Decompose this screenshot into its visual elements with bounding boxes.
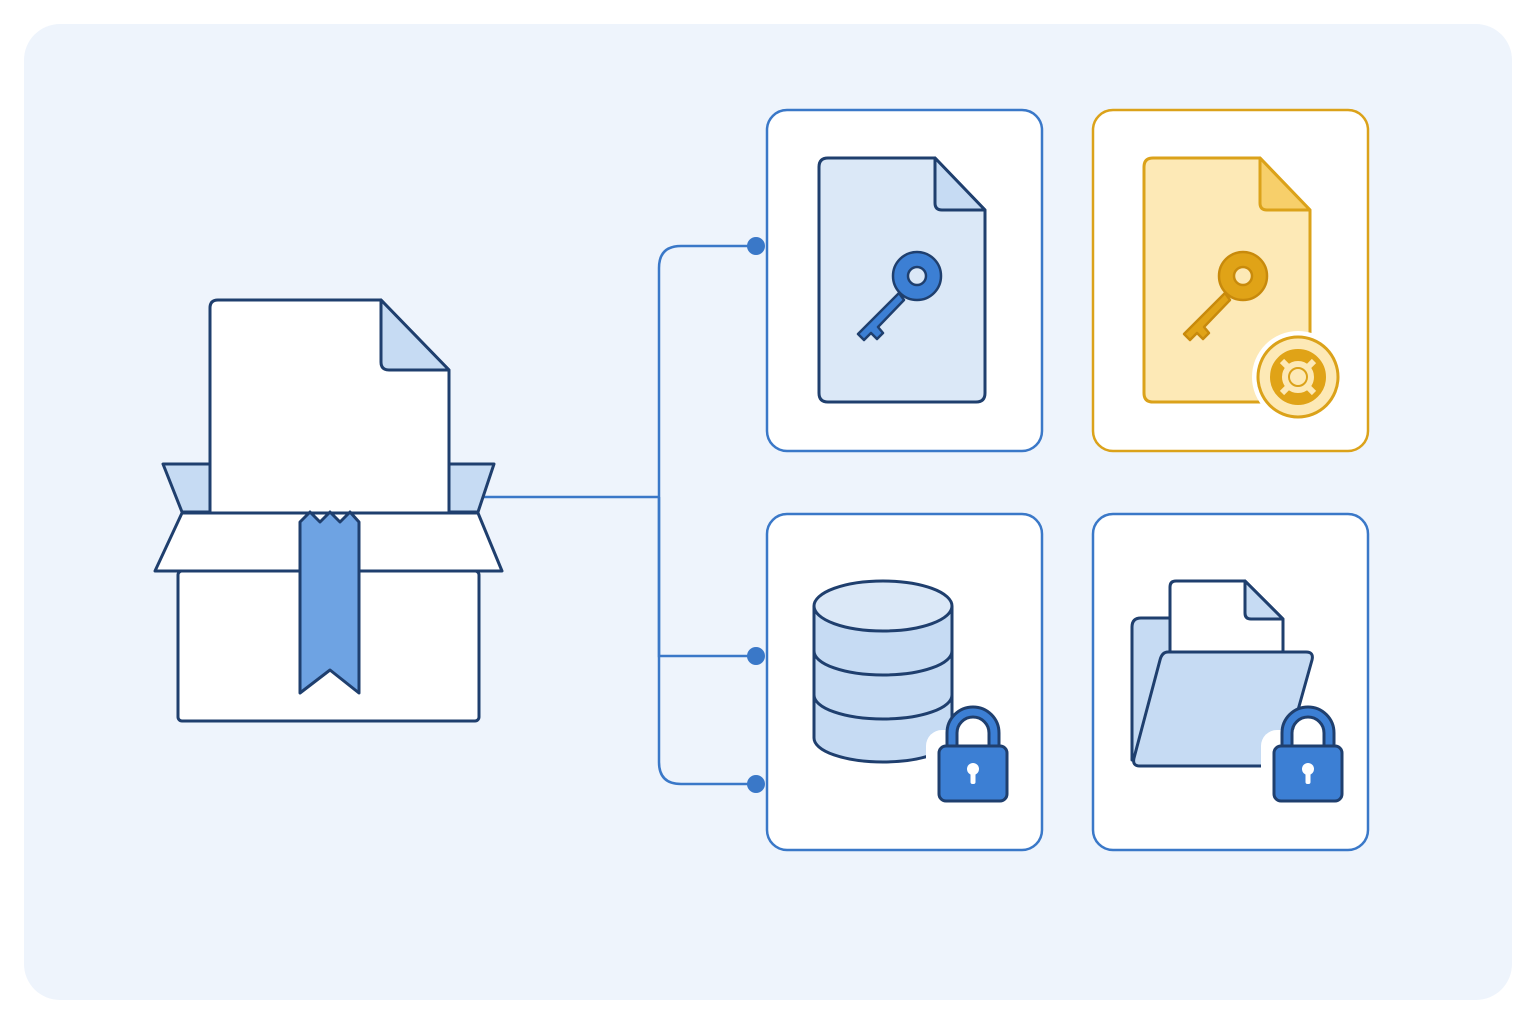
connector-branch-key-document	[657, 244, 756, 497]
package-box-with-document-icon	[153, 298, 504, 723]
connector-dot	[747, 775, 765, 793]
key-icon	[856, 250, 943, 342]
connector-dot	[747, 237, 765, 255]
connector-dots	[747, 237, 765, 793]
connector-branch-folder	[657, 497, 756, 786]
connector-dot	[747, 647, 765, 665]
folder-icon	[1130, 579, 1314, 768]
card-database-locked	[765, 512, 1044, 852]
box-document-fold	[379, 298, 451, 372]
box-right-flap	[447, 462, 496, 514]
lifebuoy-icon	[1252, 331, 1344, 423]
connector-branch-database	[657, 497, 756, 658]
card-recovery-key-document	[1091, 108, 1370, 453]
box-ribbon	[298, 510, 361, 695]
box-left-flap	[161, 462, 212, 514]
lock-icon	[1261, 705, 1355, 810]
card-folder-locked	[1091, 512, 1370, 852]
lock-icon	[926, 705, 1020, 810]
connector-lines	[482, 244, 756, 786]
key-gold-icon	[1182, 250, 1269, 342]
card-key-document	[765, 108, 1044, 453]
